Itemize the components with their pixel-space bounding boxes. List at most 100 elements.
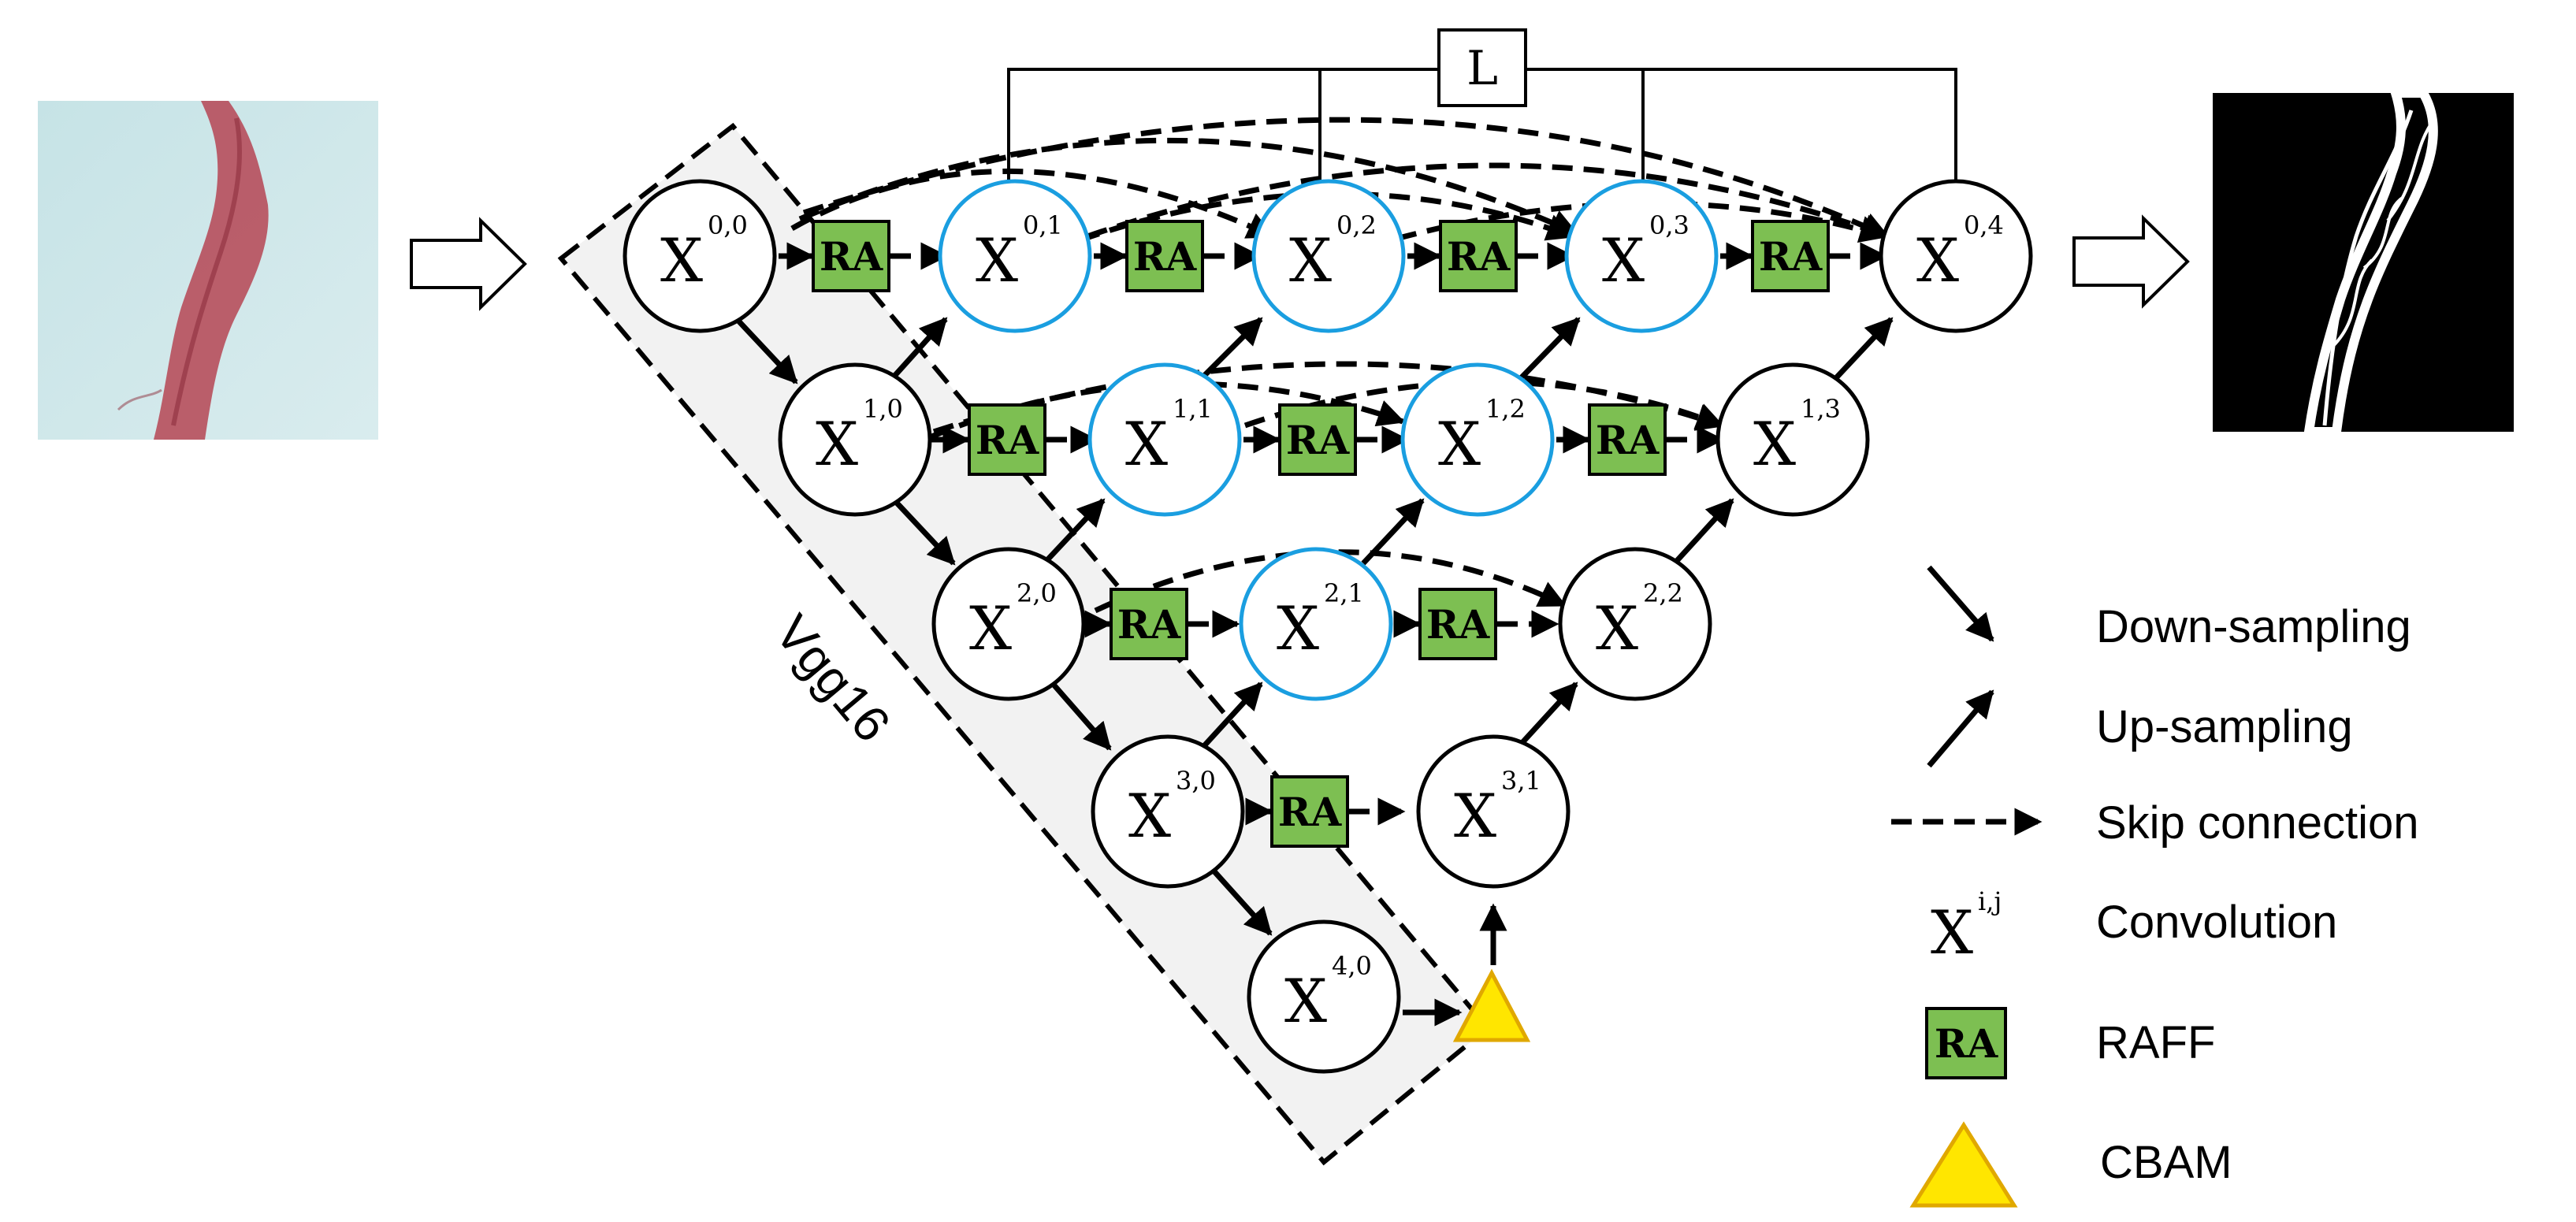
legend-cbam-icon — [1909, 1121, 2018, 1208]
node-circle — [1715, 362, 1870, 517]
node-circle — [1416, 734, 1571, 889]
ra-block: RA — [1278, 403, 1357, 476]
ra-box — [1110, 588, 1188, 660]
node-superscript: 0,1 — [1023, 210, 1063, 240]
ra-label: RA — [1286, 417, 1351, 463]
ra-label: RA — [820, 233, 884, 280]
node-label: X — [1289, 225, 1332, 295]
legend-raff-label: RAFF — [2096, 1017, 2215, 1068]
ra-label: RA — [976, 417, 1040, 463]
input-image — [38, 101, 378, 440]
ra-label: RA — [1278, 789, 1343, 835]
node-circle — [1247, 919, 1401, 1074]
ra-box — [812, 220, 890, 292]
node-superscript: 0,2 — [1336, 210, 1377, 240]
node-superscript: 3,1 — [1501, 766, 1541, 796]
ra-label: RA — [1596, 417, 1660, 463]
ra-label: RA — [1133, 233, 1198, 280]
node-label: X — [660, 225, 703, 295]
node-circle — [1879, 179, 2033, 333]
ra-label: RA — [1117, 601, 1182, 648]
ra-box — [1588, 403, 1667, 476]
output-mask — [2213, 88, 2514, 436]
input-arrow-icon — [410, 217, 527, 311]
node-circle — [938, 179, 1092, 333]
node-superscript: 0,4 — [1964, 210, 2004, 240]
node-superscript: 2,0 — [1017, 578, 1057, 608]
legend: Down-sampling Up-sampling Skip connectio… — [1891, 565, 2418, 1208]
node-label: X — [1753, 409, 1796, 479]
node-label: X — [969, 593, 1012, 663]
up-sampling-arrows — [887, 317, 1894, 965]
node-label: X — [1284, 966, 1327, 1036]
node-circle — [1558, 547, 1712, 701]
ra-block: RA — [1439, 220, 1518, 292]
loss-box — [1437, 28, 1527, 107]
legend-skip-label: Skip connection — [2096, 797, 2418, 849]
cbam-block — [1452, 968, 1531, 1042]
legend-up-label: Up-sampling — [2096, 701, 2353, 752]
ra-box — [1418, 588, 1497, 660]
node-superscript: 2,1 — [1324, 578, 1364, 608]
ra-box — [968, 403, 1046, 476]
ra-box — [1278, 403, 1357, 476]
node-label: X — [1602, 225, 1645, 295]
ra-block: RA — [1110, 588, 1188, 660]
legend-ra-symbol: RA — [1935, 1020, 1999, 1067]
ra-connections — [779, 242, 1888, 826]
ra-block: RA — [1588, 403, 1667, 476]
ra-block: RA — [1751, 220, 1830, 292]
legend-down-arrow-icon — [1927, 565, 1994, 642]
node-superscript: 0,3 — [1649, 210, 1689, 240]
ra-label: RA — [1759, 233, 1823, 280]
node-circle — [1239, 547, 1393, 701]
node-superscript: 4,0 — [1332, 951, 1372, 981]
node-circle — [931, 547, 1086, 701]
node-superscript: 1,2 — [1485, 394, 1526, 424]
ra-block: RA — [968, 403, 1046, 476]
node-circle — [1251, 179, 1406, 333]
node-circle — [1564, 179, 1719, 333]
node-superscript: 1,1 — [1173, 394, 1213, 424]
legend-down-label: Down-sampling — [2096, 601, 2411, 652]
node-superscript: 3,0 — [1176, 766, 1216, 796]
node-circle — [1087, 362, 1242, 517]
node-label: X — [1128, 781, 1171, 851]
ra-block: RA — [1125, 220, 1204, 292]
ra-block: RA — [1418, 588, 1497, 660]
ra-box — [1270, 775, 1349, 848]
node-label: X — [1454, 781, 1496, 851]
legend-conv-label: Convolution — [2096, 897, 2337, 948]
node-label: X — [816, 409, 858, 479]
node-superscript: 2,2 — [1643, 578, 1683, 608]
down-sampling-arrows — [734, 317, 1463, 1027]
node-label: X — [1125, 409, 1168, 479]
ra-label: RA — [1447, 233, 1511, 280]
legend-up-arrow-icon — [1927, 689, 1994, 768]
node-superscript: 0,0 — [708, 210, 748, 240]
node-label: X — [1916, 225, 1959, 295]
node-label: X — [1277, 593, 1319, 663]
legend-ra-icon — [1925, 1007, 2007, 1079]
node-superscript: 1,3 — [1801, 394, 1841, 424]
legend-conv-symbol: X — [1931, 897, 1973, 968]
legend-conv-symbol-sup: i,j — [1978, 886, 2002, 916]
node-superscript: 1,0 — [863, 394, 903, 424]
node-label: X — [976, 225, 1018, 295]
node-label: X — [1438, 409, 1481, 479]
